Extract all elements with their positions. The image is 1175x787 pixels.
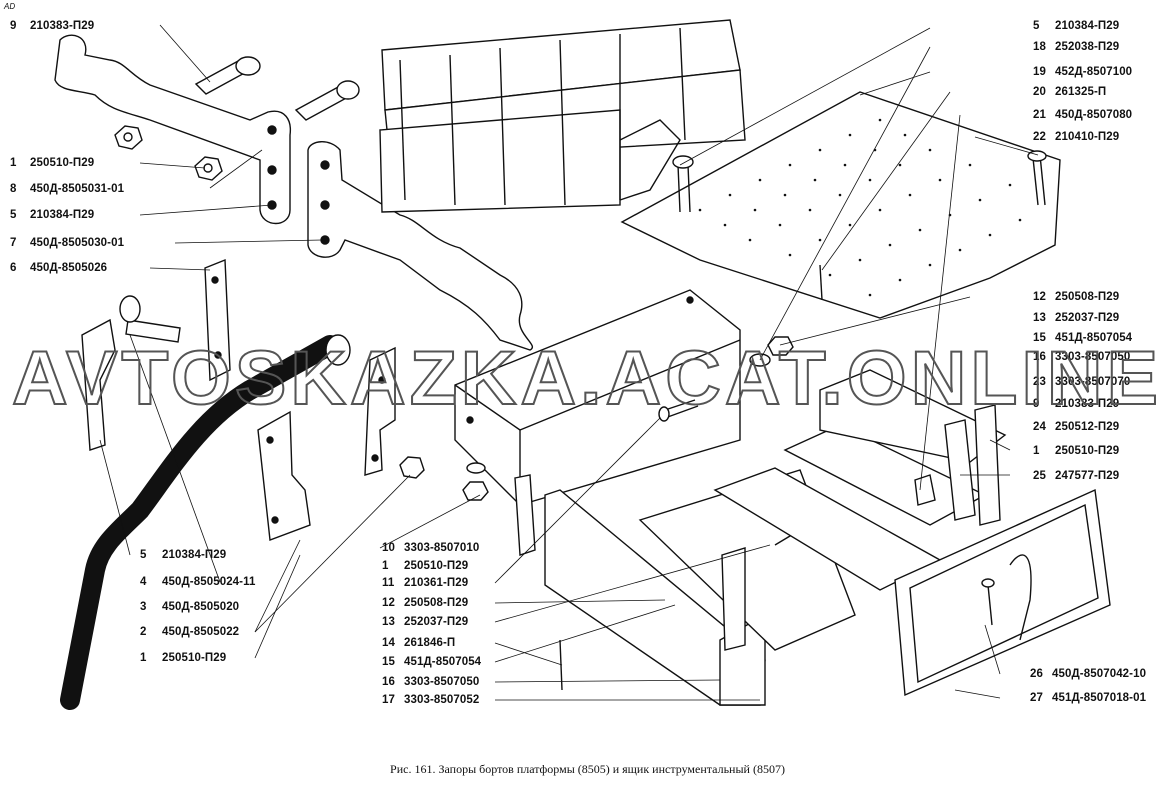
leader-lines bbox=[99, 24, 1039, 701]
part-nut-1-low bbox=[399, 456, 425, 479]
part-side-bracket bbox=[514, 474, 746, 651]
part-nuts-center bbox=[462, 336, 794, 501]
part-bracket-4 bbox=[81, 318, 116, 451]
part-bolt-11 bbox=[658, 399, 699, 422]
part-bolt-5-left bbox=[119, 295, 181, 343]
part-bolt-5-center bbox=[672, 155, 694, 213]
part-strip-bracket bbox=[204, 258, 231, 382]
part-hook-latch-8 bbox=[54, 34, 292, 225]
part-clamp-2 bbox=[257, 410, 311, 541]
part-truck-platform bbox=[379, 19, 746, 213]
part-clamp-upper bbox=[364, 346, 396, 476]
part-long-bracket-7 bbox=[307, 141, 533, 351]
part-perforated-plate-19 bbox=[620, 91, 1061, 319]
part-bolt-9 bbox=[194, 56, 261, 95]
figure-caption: Рис. 161. Запоры бортов платформы (8505)… bbox=[390, 762, 785, 776]
part-right-bracket-24 bbox=[914, 404, 1001, 526]
part-shaft-3 bbox=[60, 334, 351, 710]
part-bolt-second bbox=[294, 80, 360, 121]
part-screw-right bbox=[981, 578, 995, 626]
part-nuts-1 bbox=[114, 125, 223, 181]
part-door-26 bbox=[894, 488, 1111, 697]
plate-perforations bbox=[698, 118, 1022, 297]
corner-mark: AD bbox=[4, 2, 16, 11]
